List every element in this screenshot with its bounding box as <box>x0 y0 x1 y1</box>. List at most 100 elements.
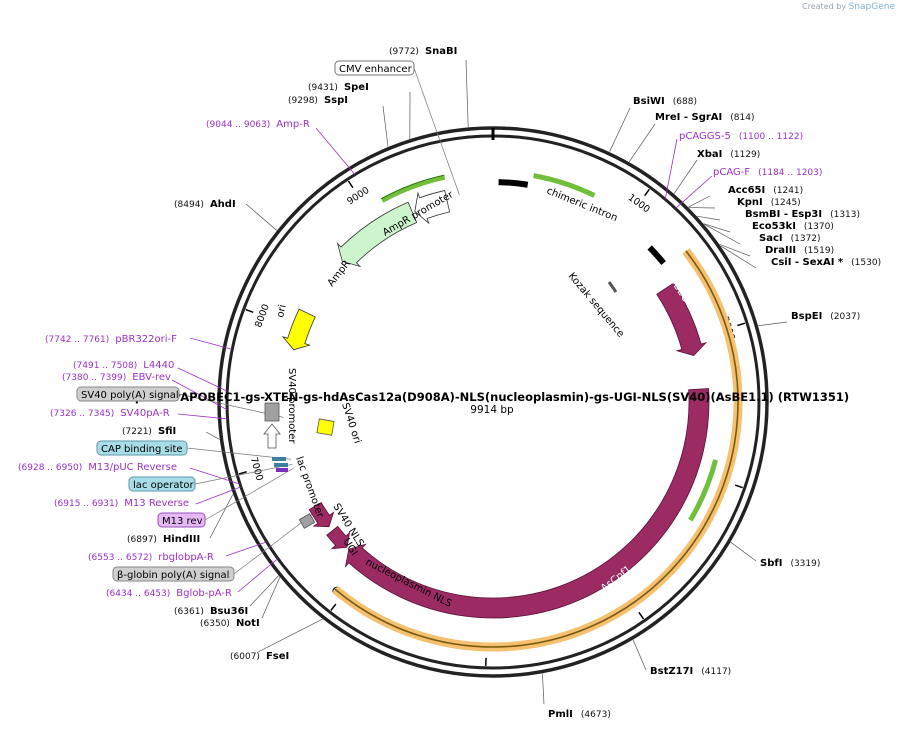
tick-label-7000: 7000 <box>248 456 265 482</box>
sv40-pa-marker <box>264 402 280 422</box>
enzyme-sspi: (9298)SspI <box>288 95 348 106</box>
enzyme-draiii: DraIII(1519) <box>765 245 834 256</box>
feature-arcs <box>281 173 743 652</box>
enzyme-pmli: PmlI(4673) <box>548 709 611 720</box>
enzyme-leader-14 <box>730 541 757 562</box>
enzyme-leader-3 <box>609 107 631 152</box>
primer-leader-1 <box>664 138 678 200</box>
enzyme-saci: SacI(1372) <box>759 233 821 244</box>
leader-lines <box>171 59 788 705</box>
sv40-ori-marker <box>316 418 335 436</box>
enzyme-leader-17 <box>257 618 323 653</box>
box-leader-4 <box>204 467 294 521</box>
enzyme-bsiwi: BsiWI(688) <box>633 96 697 107</box>
tick-6000 <box>330 603 337 611</box>
enzyme-leader-20 <box>209 494 234 539</box>
tick-7000 <box>238 471 247 475</box>
box-leader-0 <box>413 67 460 195</box>
beta-globin-polya-label: β-globin poly(A) signal <box>117 570 229 581</box>
cmv-enhancer-box <box>334 60 415 76</box>
m13-rev-label: M13 rev <box>162 516 203 527</box>
m13-rev-marker <box>276 468 288 472</box>
intron-green-arrow <box>533 173 596 198</box>
enzyme-spei: (9431)SpeI <box>308 82 369 93</box>
enzyme-sfii: (7221)SfiI <box>122 426 176 437</box>
primer-m13-reverse: (6915 .. 6931)M13 Reverse <box>54 498 189 509</box>
primer-leader-10 <box>237 558 279 593</box>
enzyme-labels: (9772)SnaBI (9431)SpeI (9298)SspI BsiWI(… <box>122 46 881 720</box>
primer-m13-puc-reverse: (6928 .. 6950)M13/pUC Reverse <box>18 462 177 473</box>
enzyme-leader-12 <box>720 245 757 269</box>
enzyme-snabi: (9772)SnaBI <box>389 46 457 57</box>
enzyme-bsmbi: BsmBI - Esp3I(1313) <box>745 209 860 220</box>
primer-leader-8 <box>195 486 242 505</box>
cap-binding-label: CAP binding site <box>101 444 183 455</box>
tick-1000 <box>643 188 650 197</box>
creator-prefix: Created by <box>802 2 847 11</box>
primer-pbr322ori-f: (7742 .. 7761)pBR322ori-F <box>45 334 177 345</box>
primer-leader-6 <box>177 413 228 420</box>
enzyme-acc65i: Acc65I(1241) <box>728 185 803 196</box>
lac-operator-label: lac operator <box>133 480 194 491</box>
primer-leader-9 <box>225 541 267 557</box>
enzyme-hindiii: (6897)HindIII <box>127 534 200 545</box>
enzyme-kpni: KpnI(1245) <box>737 197 801 208</box>
ori-label: ori <box>275 304 288 319</box>
sv40-polya-label: SV40 poly(A) signal <box>81 390 179 401</box>
enzyme-leader-21 <box>205 431 220 440</box>
enzyme-fsei: (6007)FseI <box>230 651 289 662</box>
ascpf1-arc <box>344 388 710 619</box>
feature-small-markers <box>263 281 618 529</box>
creator-credit: Created by SnapGene <box>802 2 895 12</box>
beta-globin-polya-box <box>112 566 235 582</box>
enzyme-leader-15 <box>632 639 647 671</box>
amp-green-arrow <box>380 174 446 203</box>
chimeric-intron-right <box>647 245 666 265</box>
sv40-polya-box <box>76 386 180 402</box>
primer-leader-4 <box>177 367 228 392</box>
tick-8000 <box>245 308 254 314</box>
enzyme-leader-16 <box>542 673 545 705</box>
amp-green-line <box>380 174 445 200</box>
primer-leader-3 <box>189 337 233 350</box>
tick-3000 <box>734 484 743 489</box>
primer-pcaggs-5: pCAGGS-5(1100 .. 1122) <box>679 131 803 142</box>
enzyme-sbfi: SbfI(3319) <box>760 558 820 569</box>
enzyme-leader-6 <box>688 195 711 208</box>
sv40-ori-label: SV40 ori <box>339 402 362 445</box>
chimeric-intron-left <box>498 179 529 188</box>
ampr-promoter-arc <box>414 189 451 225</box>
enzyme-csii: CsiI - SexAI *(1530) <box>771 257 881 268</box>
enzyme-xbai: XbaI(1129) <box>697 149 760 160</box>
primer-bglob-pa-r: (6434 .. 6453)Bglob-pA-R <box>106 588 232 599</box>
primer-ebv-rev: (7380 .. 7399)EBV-rev <box>62 372 171 383</box>
primer-amp-r: (9044 .. 9063)Amp-R <box>206 119 310 130</box>
enzyme-bsu36i: (6361)Bsu36I <box>174 606 248 617</box>
sv40-promoter-label: SV40 promoter <box>286 368 297 444</box>
plasmid-length: 9914 bp <box>470 404 514 416</box>
tick-label-1000: 1000 <box>626 192 652 215</box>
enzyme-leader-8 <box>697 215 721 221</box>
kozak-label: Kozak sequence <box>566 271 626 340</box>
box-leader-3 <box>194 463 293 485</box>
enzyme-mrei: MreI - SgrAI(814) <box>655 112 754 123</box>
kozak-marker <box>607 281 618 293</box>
tick-2000 <box>737 322 746 327</box>
tick-label-9000: 9000 <box>345 185 371 207</box>
primer-labels: (9044 .. 9063)Amp-R pCAGGS-5(1100 .. 112… <box>18 119 822 599</box>
ampr-label: AmpR <box>326 258 353 288</box>
primer-leader-0 <box>315 127 356 175</box>
enzyme-noti: (6350)NotI <box>200 618 260 629</box>
enzyme-leader-4 <box>628 123 656 163</box>
enzyme-leader-11 <box>719 243 751 257</box>
enzyme-leader-22 <box>245 203 278 231</box>
enzyme-bstz17i: BstZ17I(4117) <box>650 666 731 677</box>
lac-operator-box <box>128 476 196 492</box>
enzyme-ahdi: (8494)AhdI <box>174 199 236 210</box>
primer-sv40pa-r: (7326 .. 7345)SV40pA-R <box>50 408 170 419</box>
primer-l4440: (7491 .. 7508)L4440 <box>73 360 174 371</box>
primer-pcag-f: pCAG-F(1184 .. 1203) <box>713 167 822 178</box>
cas-green-arrow <box>688 459 719 522</box>
cmv-enhancer-label: CMV enhancer <box>339 64 413 75</box>
